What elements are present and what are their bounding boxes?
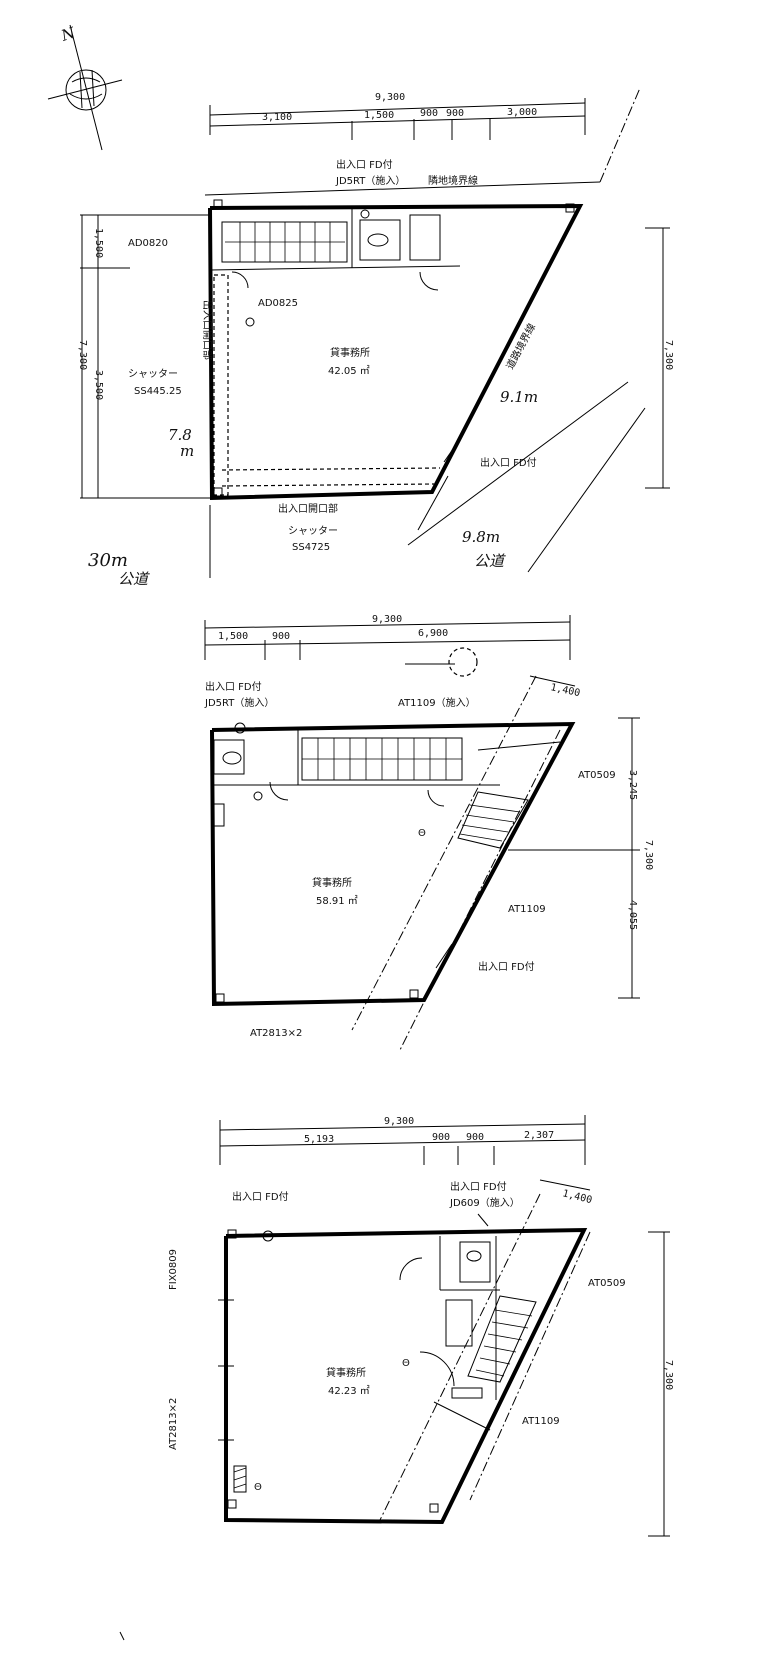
- f3-room-name: 貸事務所: [326, 1366, 366, 1379]
- f3-right-window: AT0509: [588, 1278, 626, 1289]
- f3-left-window-upper: FIX0809: [168, 1249, 179, 1290]
- f2-door-code: JD5RT（施入）: [204, 696, 274, 709]
- f3-left-door: 出入口 FD付: [232, 1190, 289, 1203]
- f1-shutter-side-code: SS445.25: [134, 386, 182, 397]
- hand-road-main-width: 30m: [88, 550, 128, 571]
- f1-side-opening: 出入口開口部: [201, 300, 214, 360]
- f3-room-area: 42.23 ㎡: [328, 1385, 370, 1397]
- f3-right-door: 出入口 FD付: [450, 1180, 507, 1193]
- f1-seg-5: 3,000: [507, 107, 537, 118]
- f3-right-door-code: JD609（施入）: [449, 1196, 520, 1209]
- north-label: N: [58, 23, 78, 45]
- f1-left-dim-1: 1,500: [93, 228, 104, 258]
- f1-room-area: 42.05 ㎡: [328, 365, 370, 377]
- f2-theta-1: Θ: [418, 828, 426, 839]
- f1-overall-width: 9,300: [375, 92, 405, 103]
- f1-shutter-front-code: SS4725: [292, 542, 330, 553]
- f2-right-window: AT0509: [578, 770, 616, 781]
- hand-road-side-width: 9.1m: [500, 388, 538, 406]
- f3-left-window-lower: AT2813×2: [168, 1398, 179, 1450]
- f3-seg-1: 5,193: [304, 1134, 334, 1145]
- f2-overall-width: 9,300: [372, 614, 402, 625]
- f2-room-area: 58.91 ㎡: [316, 895, 358, 907]
- f2-seg-3: 6,900: [418, 628, 448, 639]
- hand-wall-length: 7.8: [168, 426, 192, 444]
- f1-boundary-note: 隣地境界線: [428, 174, 478, 187]
- f1-left-total: 7,300: [77, 340, 88, 370]
- f3-seg-4: 2,307: [524, 1130, 554, 1141]
- f2-seg-2: 900: [272, 631, 290, 642]
- f1-seg-3: 900: [420, 108, 438, 119]
- f1-door-code: JD5RT（施入）: [335, 174, 405, 187]
- f1-right-total: 7,300: [663, 340, 674, 370]
- f2-door-note: 出入口 FD付: [205, 680, 262, 693]
- f1-window-upper: AD0820: [128, 238, 168, 249]
- f1-seg-1: 3,100: [262, 112, 292, 123]
- f2-diag-window: AT1109: [508, 904, 546, 915]
- f1-seg-2: 1,500: [364, 110, 394, 121]
- north-compass-icon: [47, 24, 123, 151]
- f2-right-dim-1: 3,245: [627, 770, 638, 800]
- f2-room-name: 貸事務所: [312, 876, 352, 889]
- f1-diag-door: 出入口 FD付: [480, 456, 537, 469]
- f1-window-lower: AD0825: [258, 298, 298, 309]
- floor-2-plan: 9,300 1,500 900 6,900 出入口 FD付 JD5RT（施入） …: [204, 614, 654, 1051]
- f1-seg-4: 900: [446, 108, 464, 119]
- f1-door-note: 出入口 FD付: [336, 158, 393, 171]
- f1-shutter-front-label: シャッター: [288, 525, 338, 537]
- f1-left-dim-2: 3,500: [93, 370, 104, 400]
- f2-seg-1: 1,500: [218, 631, 248, 642]
- f3-diag-window: AT1109: [522, 1416, 560, 1427]
- hand-wall-unit: m: [180, 442, 194, 460]
- f1-shutter-side-label: シャッター: [128, 368, 178, 380]
- hand-road-front-width: 9.8m: [462, 528, 500, 546]
- floor-3-plan: 9,300 5,193 900 900 2,307 出入口 FD付 出入口 FD…: [119, 1115, 674, 1641]
- f2-window-top: AT1109（施入）: [398, 696, 476, 709]
- f2-diag-door: 出入口 FD付: [478, 960, 535, 973]
- f1-front-opening: 出入口開口部: [278, 502, 338, 515]
- f3-theta-1: Θ: [402, 1358, 410, 1369]
- hand-road-main-kind: 公道: [118, 570, 150, 588]
- f3-seg-3: 900: [466, 1132, 484, 1143]
- f2-stair-width: 1,400: [549, 682, 581, 699]
- f3-theta-2: Θ: [254, 1482, 262, 1493]
- f1-room-name: 貸事務所: [330, 346, 370, 359]
- f3-overall-width: 9,300: [384, 1116, 414, 1127]
- hand-road-front-kind: 公道: [474, 552, 506, 570]
- f2-right-dim-2: 4,055: [627, 900, 638, 930]
- f2-bottom-window: AT2813×2: [250, 1028, 302, 1039]
- f2-right-total: 7,300: [643, 840, 654, 870]
- f3-right-total: 7,300: [663, 1360, 674, 1390]
- f3-stair-width: 1,400: [561, 1188, 593, 1206]
- floor-1-plan: 9,300 3,100 1,500 900 900 3,000 出入口 FD付 …: [77, 87, 674, 588]
- f3-seg-2: 900: [432, 1132, 450, 1143]
